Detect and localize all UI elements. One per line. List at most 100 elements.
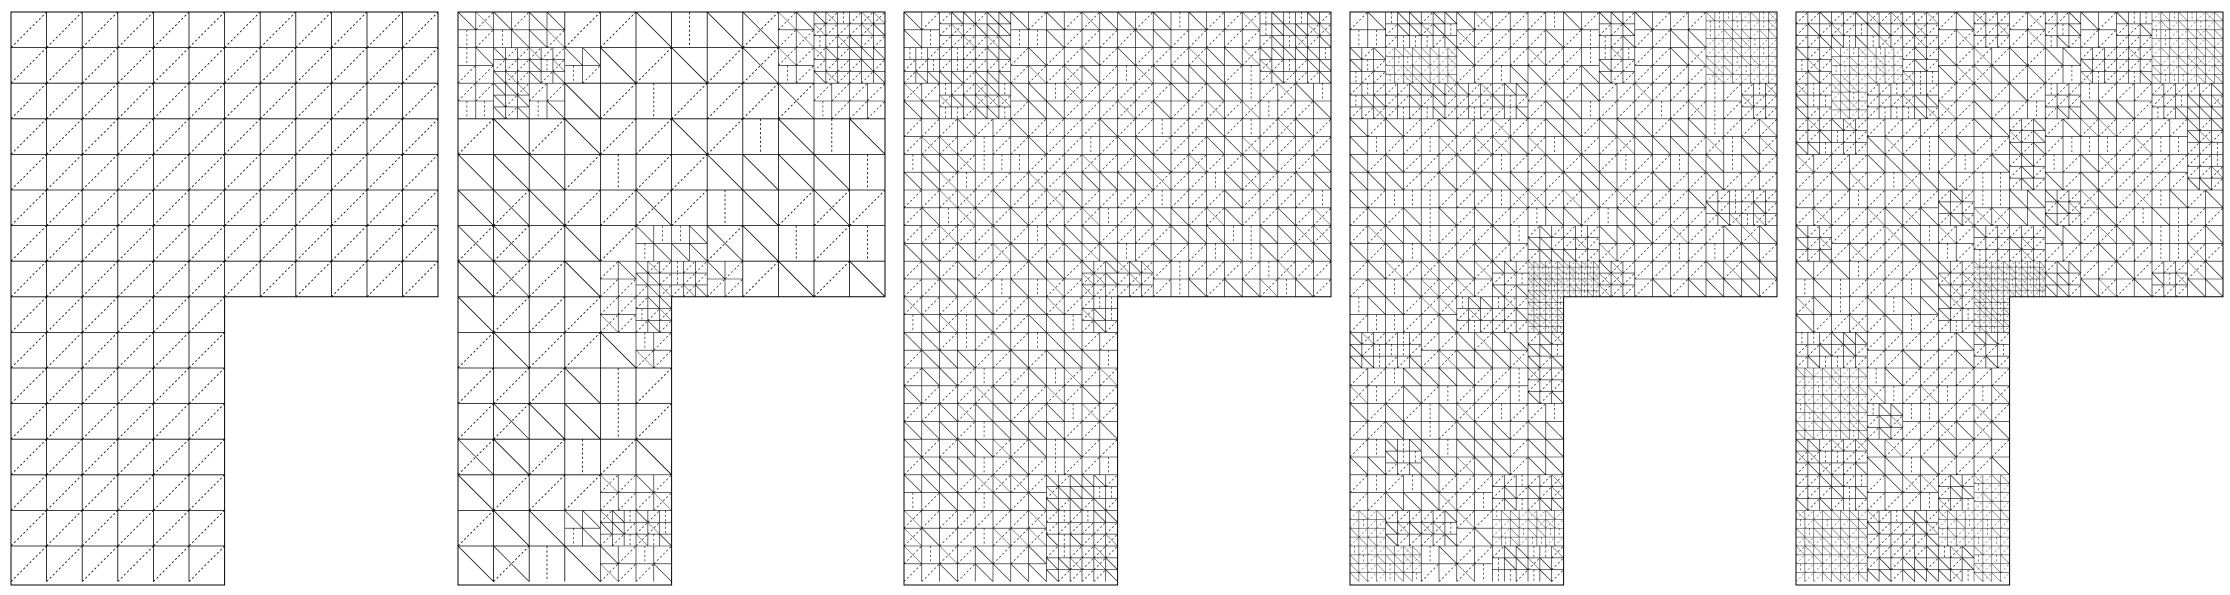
mesh-edge-dashed bbox=[1011, 546, 1029, 564]
mesh-edge-dashed bbox=[1011, 510, 1029, 528]
mesh-edge bbox=[1635, 83, 1653, 101]
mesh-edge-dashed bbox=[654, 475, 672, 493]
mesh-edge bbox=[636, 475, 654, 493]
mesh-edge-dashed bbox=[957, 386, 975, 404]
mesh-edge-dashed bbox=[1153, 83, 1171, 101]
mesh-edge-dashed bbox=[1135, 243, 1153, 261]
mesh-edge bbox=[1129, 261, 1141, 273]
mesh-edge-dashed bbox=[1564, 237, 1576, 249]
mesh-edge bbox=[957, 154, 975, 172]
mesh-edge-dashed bbox=[796, 65, 814, 83]
mesh-edge-dashed bbox=[1386, 95, 1398, 107]
mesh-edge bbox=[529, 30, 547, 48]
mesh-edge-dashed bbox=[1224, 119, 1242, 137]
mesh-edge-dashed bbox=[1082, 570, 1094, 582]
mesh-edge bbox=[1272, 48, 1284, 60]
mesh-edge bbox=[1046, 534, 1058, 546]
mesh-edge-dashed bbox=[118, 119, 154, 155]
mesh-edge bbox=[1475, 208, 1493, 226]
mesh-edge-dashed bbox=[1313, 119, 1331, 137]
mesh-edge-dashed bbox=[814, 83, 832, 101]
mesh-edge bbox=[583, 528, 601, 546]
mesh-edge-dashed bbox=[1386, 137, 1404, 155]
mesh-edge-dashed bbox=[850, 12, 862, 24]
mesh-edge-dashed bbox=[1029, 154, 1047, 172]
mesh-edge bbox=[1307, 59, 1319, 71]
mesh-edge-dashed bbox=[1296, 154, 1314, 172]
mesh-edge-dashed bbox=[153, 190, 189, 226]
mesh-edge bbox=[1296, 243, 1314, 261]
mesh-edge-dashed bbox=[1724, 172, 1742, 190]
mesh-edge-dashed bbox=[612, 534, 624, 546]
mesh-edge bbox=[1046, 404, 1064, 422]
mesh-edge-dashed bbox=[975, 510, 993, 528]
mesh-edge-dashed bbox=[47, 404, 83, 440]
mesh-edge-dashed bbox=[695, 273, 707, 285]
mesh-edge-dashed bbox=[529, 439, 565, 475]
mesh-edge-dashed bbox=[1064, 279, 1082, 297]
mesh-edge-dashed bbox=[975, 48, 987, 60]
mesh-edge bbox=[951, 95, 963, 107]
mesh-edge bbox=[1011, 83, 1029, 101]
mesh-edge bbox=[547, 12, 565, 30]
mesh-edge-dashed bbox=[1528, 172, 1546, 190]
mesh-edge-dashed bbox=[1011, 315, 1029, 333]
mesh-edge-dashed bbox=[1100, 154, 1118, 172]
mesh-edge-dashed bbox=[1046, 510, 1058, 522]
mesh-edge-dashed bbox=[1118, 190, 1136, 208]
mesh-edge-dashed bbox=[1635, 190, 1653, 208]
mesh-edge bbox=[1635, 119, 1653, 137]
mesh-edge bbox=[1082, 386, 1100, 404]
mesh-edge-dashed bbox=[541, 48, 553, 60]
mesh-edge-dashed bbox=[1064, 421, 1082, 439]
mesh-edge-dashed bbox=[1082, 368, 1100, 386]
mesh-edge-dashed bbox=[1278, 190, 1296, 208]
mesh-edge-dashed bbox=[1611, 71, 1623, 83]
mesh-edge-dashed bbox=[189, 475, 225, 511]
mesh-edge-dashed bbox=[296, 226, 332, 262]
mesh-edge bbox=[1457, 30, 1475, 48]
mesh-edge-dashed bbox=[1715, 48, 1724, 57]
mesh-edge bbox=[612, 510, 624, 522]
mesh-edge-dashed bbox=[963, 59, 975, 71]
mesh-edge-dashed bbox=[1313, 279, 1331, 297]
mesh-edge bbox=[1374, 95, 1386, 107]
mesh-edge bbox=[1688, 48, 1706, 66]
mesh-edge-dashed bbox=[1064, 48, 1082, 66]
mesh-edge-dashed bbox=[11, 404, 47, 440]
mesh-edge bbox=[1046, 190, 1064, 208]
mesh-edge-dashed bbox=[1260, 71, 1272, 83]
mesh-edge-dashed bbox=[993, 350, 1011, 368]
mesh-edge bbox=[1457, 154, 1475, 172]
mesh-edge-dashed bbox=[296, 190, 332, 226]
mesh-edge-dashed bbox=[922, 386, 940, 404]
mesh-edge bbox=[494, 439, 530, 475]
mesh-edge-dashed bbox=[1118, 30, 1136, 48]
mesh-panel-3 bbox=[903, 11, 1332, 586]
mesh-edge-dashed bbox=[1581, 119, 1599, 137]
mesh-edge bbox=[922, 528, 940, 546]
mesh-edge-dashed bbox=[1412, 57, 1421, 66]
mesh-edge-dashed bbox=[993, 297, 1011, 315]
mesh-edge bbox=[1046, 570, 1058, 582]
mesh-edge-dashed bbox=[1046, 154, 1064, 172]
mesh-edge bbox=[1171, 65, 1189, 83]
mesh-edge-dashed bbox=[47, 154, 83, 190]
mesh-edge bbox=[904, 12, 922, 30]
mesh-edge-dashed bbox=[975, 190, 993, 208]
mesh-edge-dashed bbox=[636, 522, 648, 534]
mesh-edge bbox=[1011, 421, 1029, 439]
mesh-edge bbox=[1516, 83, 1528, 95]
mesh-edge-dashed bbox=[1670, 172, 1688, 190]
mesh-edge bbox=[1029, 439, 1047, 457]
mesh-edge bbox=[850, 119, 886, 155]
mesh-edge bbox=[1350, 59, 1362, 71]
mesh-edge bbox=[1433, 12, 1445, 24]
mesh-edge-dashed bbox=[654, 332, 672, 350]
mesh-edge-dashed bbox=[153, 475, 189, 511]
mesh-edge-dashed bbox=[1058, 475, 1070, 487]
mesh-edge-dashed bbox=[1635, 30, 1653, 48]
mesh-edge-dashed bbox=[1421, 172, 1439, 190]
mesh-edge bbox=[1094, 321, 1106, 333]
